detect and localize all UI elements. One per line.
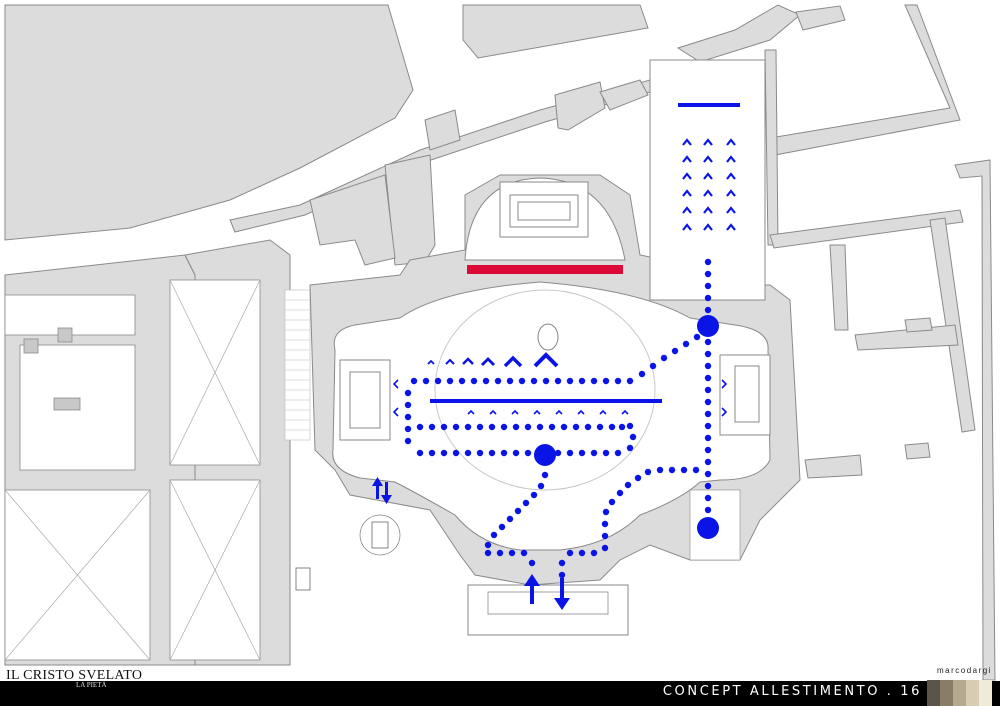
project-logo-subtitle: LA PIETÀ [76,681,107,689]
altar-bar [467,265,623,274]
upper-block-4 [795,5,846,31]
entry-arrow-icon [524,574,540,604]
sheet-title: CONCEPT ALLESTIMENTO . 16 [662,684,922,699]
dot-path-icon [404,258,712,579]
stop-circle-icon [534,444,556,466]
stop-circle-icon [697,315,719,337]
upper-block [4,4,414,241]
exit-arrow-icon [554,578,570,610]
swatch [927,680,940,706]
swatch [953,680,966,706]
upper-block-2 [462,4,649,59]
bidirectional-arrows-icon [372,477,392,504]
project-logo-title: IL CRISTO SVELATO [6,668,143,683]
color-swatches [927,680,992,706]
swatch [940,680,953,706]
stop-circle-icon [697,517,719,539]
visitor-route [372,103,740,610]
swatch [979,680,992,706]
up-chevron-icon [682,138,736,231]
footer-bar [0,681,1000,706]
author-name: marcodargi [936,666,992,675]
chapel-hall [332,281,771,551]
swatch [966,680,979,706]
